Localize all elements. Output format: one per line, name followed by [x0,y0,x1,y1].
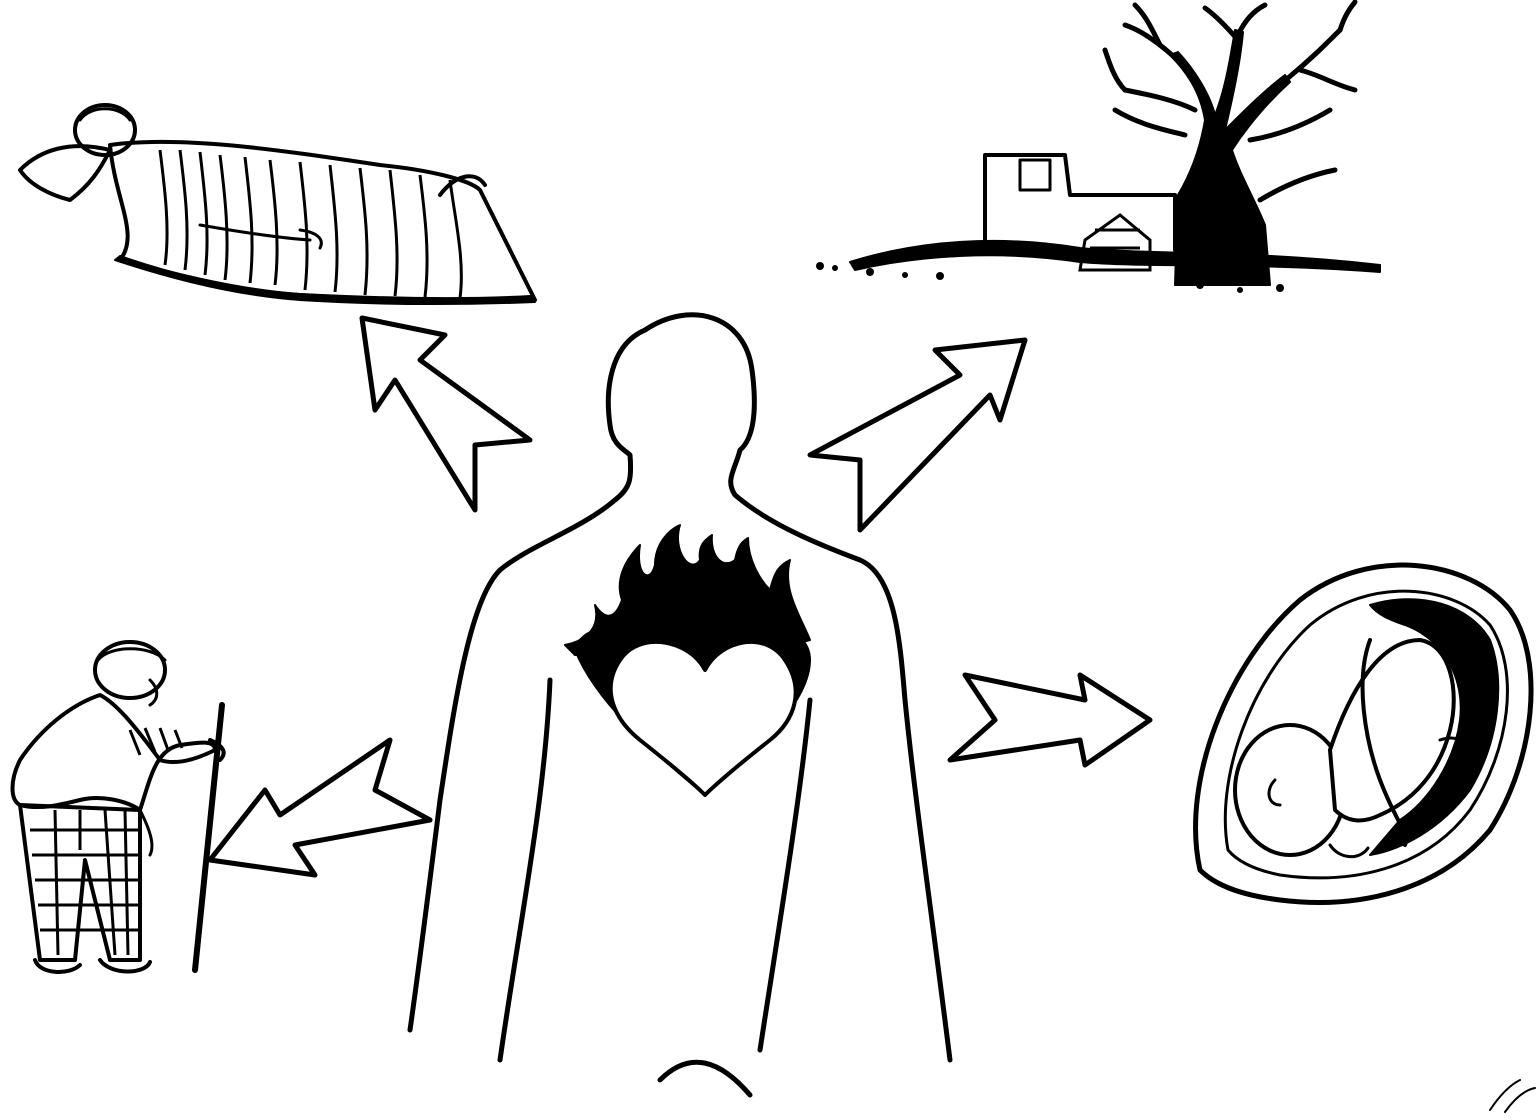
heart-icon [611,642,796,795]
arrow-right-icon [950,675,1150,765]
arrow-down-left-icon [210,740,430,875]
sick-person-in-bed-illustration [20,105,535,304]
grave-with-bare-tree-illustration [816,2,1380,293]
arrow-up-right-icon [810,340,1025,530]
elderly-person-with-walking-stick-illustration [13,642,224,972]
artist-signature-mark [1490,1080,1535,1112]
arrow-up-left-icon [362,318,530,510]
fetus-in-womb-illustration [1196,565,1531,902]
